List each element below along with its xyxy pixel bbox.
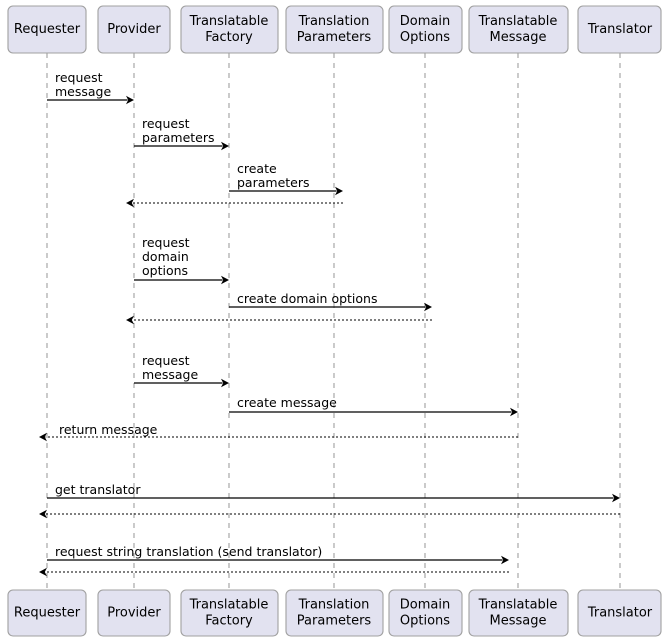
participant-label: Message: [490, 30, 547, 45]
message-arrowhead: [424, 302, 432, 312]
participant-box-rect: [180, 589, 279, 637]
message-m6-create-domain-options[interactable]: create domain options: [229, 291, 432, 312]
participant-box-rect: [285, 5, 384, 54]
participant-box-rect: [285, 589, 384, 637]
message-arrowhead: [221, 275, 229, 285]
participant-box-rect: [577, 589, 662, 637]
participant-footer-requester[interactable]: Requester: [7, 589, 87, 637]
participant-box-rect: [7, 589, 87, 637]
message-arrowhead: [221, 378, 229, 388]
participant-label: Factory: [205, 614, 253, 629]
participant-label: Translation: [298, 14, 370, 29]
participant-label: Translatable: [478, 14, 558, 29]
message-label: request: [142, 353, 190, 368]
participant-label: Domain: [400, 598, 450, 613]
message-label: return message: [59, 422, 158, 437]
message-m9-create-message[interactable]: create message: [229, 395, 518, 417]
message-label: create message: [237, 395, 337, 410]
participant-box-rect: [388, 5, 463, 54]
message-label: get translator: [55, 482, 141, 497]
message-m13-request-string-translation-send-translator[interactable]: request string translation (send transla…: [47, 544, 509, 565]
message-arrowhead: [221, 141, 229, 151]
message-label: options: [142, 263, 188, 278]
participant-label: Factory: [205, 30, 253, 45]
participant-box-rect: [577, 5, 662, 54]
message-label: parameters: [237, 175, 310, 190]
message-arrowhead: [126, 315, 134, 325]
participant-label: Domain: [400, 14, 450, 29]
message-m4[interactable]: [126, 198, 343, 208]
participant-label: Requester: [14, 606, 81, 621]
participant-box-rect: [97, 5, 171, 54]
messages-group: requestmessagerequestparameterscreatepar…: [39, 70, 620, 577]
participant-label: Parameters: [297, 614, 372, 629]
participant-label: Options: [400, 30, 450, 45]
participant-box-rect: [97, 589, 171, 637]
message-label: request string translation (send transla…: [55, 544, 322, 559]
message-m10-return-message[interactable]: return message: [39, 422, 518, 442]
message-arrowhead: [501, 555, 509, 565]
message-label: request: [142, 116, 190, 131]
participant-label: Translatable: [189, 14, 269, 29]
participant-header-requester[interactable]: Requester: [7, 5, 87, 54]
participant-label: Parameters: [297, 30, 372, 45]
participant-label: Translation: [298, 598, 370, 613]
message-arrowhead: [39, 567, 47, 577]
participant-label: Options: [400, 614, 450, 629]
message-label: create: [237, 161, 277, 176]
participant-box-rect: [180, 5, 279, 54]
message-arrowhead: [510, 407, 518, 417]
message-arrowhead: [126, 198, 134, 208]
message-label: message: [142, 367, 198, 382]
message-label: parameters: [142, 130, 215, 145]
message-label: message: [55, 84, 111, 99]
message-arrowhead: [39, 432, 47, 442]
message-arrowhead: [39, 509, 47, 519]
participant-label: Translator: [587, 606, 653, 621]
participant-header-provider[interactable]: Provider: [97, 5, 171, 54]
message-label: create domain options: [237, 291, 377, 306]
message-m7[interactable]: [126, 315, 432, 325]
participant-label: Translator: [587, 22, 653, 37]
participant-label: Translatable: [478, 598, 558, 613]
participant-label: Message: [490, 614, 547, 629]
message-label: domain: [142, 249, 189, 264]
message-arrowhead: [335, 186, 343, 196]
participant-footer-translator[interactable]: Translator: [577, 589, 662, 637]
message-m11-get-translator[interactable]: get translator: [47, 482, 620, 503]
message-label: request: [142, 235, 190, 250]
participant-header-translator[interactable]: Translator: [577, 5, 662, 54]
participant-footer-provider[interactable]: Provider: [97, 589, 171, 637]
message-m12[interactable]: [39, 509, 620, 519]
message-label: request: [55, 70, 103, 85]
message-arrowhead: [126, 95, 134, 105]
lifelines-group: [46, 53, 621, 590]
participant-label: Provider: [107, 22, 161, 37]
participant-box-rect: [468, 589, 569, 637]
message-m14[interactable]: [39, 567, 509, 577]
participant-label: Translatable: [189, 598, 269, 613]
participant-box-rect: [7, 5, 87, 54]
participant-box-rect: [388, 589, 463, 637]
participant-label: Requester: [14, 22, 81, 37]
participant-label: Provider: [107, 606, 161, 621]
participant-box-rect: [468, 5, 569, 54]
message-arrowhead: [612, 493, 620, 503]
